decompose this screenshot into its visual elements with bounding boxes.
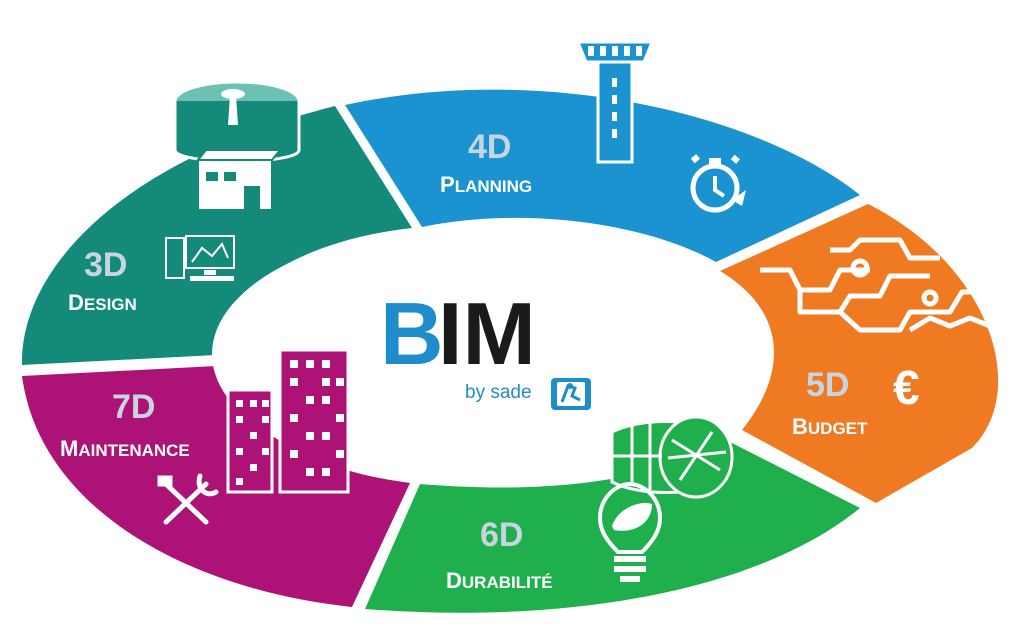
planning-name: PLANNING — [440, 172, 532, 197]
buildings-icon — [226, 348, 350, 494]
stopwatch-icon — [690, 154, 746, 213]
tools-icon — [157, 473, 219, 525]
sade-logo-icon — [551, 378, 591, 410]
segment-budget — [720, 204, 999, 503]
bim-byline: by sade — [465, 382, 532, 403]
budget-name: BUDGET — [792, 414, 868, 439]
planning-dimension: 4D — [468, 128, 511, 166]
maintenance-dimension: 7D — [112, 388, 155, 426]
segment-maintenance — [22, 366, 410, 607]
design-name: DESIGN — [68, 290, 137, 315]
control-tower-icon — [575, 28, 655, 164]
pipe-network-icon — [760, 237, 995, 333]
durabilite-name: DURABILITÉ — [446, 568, 553, 593]
pipe-cylinder-icon — [610, 415, 734, 499]
bim-letter-b: B — [380, 284, 444, 383]
budget-dimension: 5D — [806, 366, 849, 404]
eco-bulb-icon — [597, 481, 663, 582]
durabilite-dimension: 6D — [480, 516, 523, 554]
design-dimension: 3D — [84, 246, 127, 284]
maintenance-name: MAINTENANCE — [60, 436, 190, 461]
water-tank-building-icon — [173, 80, 301, 211]
segment-planning — [345, 89, 860, 262]
computer-workstation-icon — [165, 235, 235, 281]
bim-letters-im: IM — [438, 284, 536, 383]
euro-icon: € — [893, 362, 920, 415]
